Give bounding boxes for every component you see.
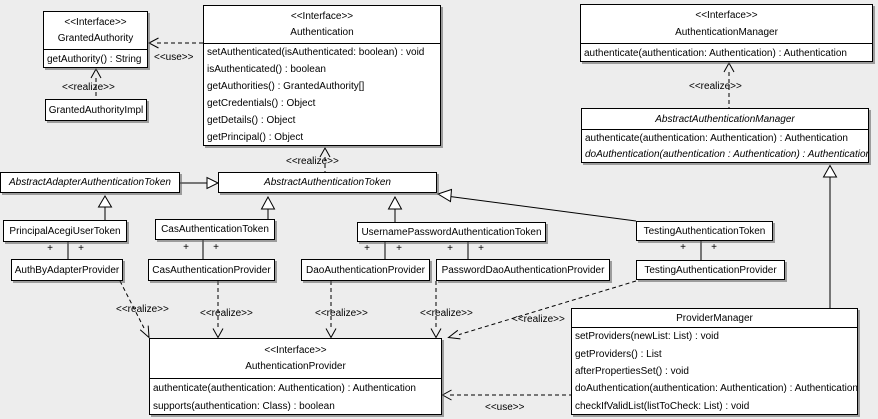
class-cas-authentication-token: CasAuthenticationToken bbox=[155, 219, 275, 240]
realize-label: <<realize>> bbox=[200, 308, 253, 319]
realize-label: <<realize>> bbox=[116, 304, 169, 315]
role-plus: + bbox=[47, 243, 53, 254]
realize-label: <<realize>> bbox=[512, 314, 565, 325]
class-cas-authentication-provider: CasAuthenticationProvider bbox=[148, 259, 275, 281]
realize-label: <<realize>> bbox=[286, 156, 339, 167]
role-plus: + bbox=[78, 243, 84, 254]
class-name: GrantedAuthorityImpl bbox=[48, 104, 144, 116]
role-plus: + bbox=[213, 242, 219, 253]
method-row: setAuthenticated(isAuthenticated: boolea… bbox=[207, 47, 425, 58]
stereotype-label: <<Interface>> bbox=[64, 17, 127, 28]
method-row: getProviders() : List bbox=[575, 348, 662, 360]
class-abstract-adapter-authentication-token: AbstractAdapterAuthenticationToken bbox=[0, 172, 180, 193]
method-row: authenticate(authentication: Authenticat… bbox=[153, 382, 416, 394]
realize-label: <<realize>> bbox=[420, 308, 473, 319]
open-arrowheads bbox=[90, 37, 735, 401]
class-name: AbstractAuthenticationManager bbox=[655, 113, 795, 125]
stereotype-label: <<Interface>> bbox=[290, 11, 354, 22]
method-row: isAuthenticated() : boolean bbox=[207, 64, 326, 75]
class-authentication: <<Interface>> Authentication setAuthenti… bbox=[203, 5, 441, 146]
class-testing-authentication-token: TestingAuthenticationToken bbox=[636, 221, 773, 241]
class-name: Authentication bbox=[290, 27, 354, 38]
class-granted-authority-impl: GrantedAuthorityImpl bbox=[45, 99, 147, 121]
class-provider-manager: ProviderManager setProviders(newList: Li… bbox=[571, 308, 858, 415]
class-name: GrantedAuthority bbox=[57, 33, 134, 44]
method-row: authenticate(authentication: Authenticat… bbox=[585, 132, 848, 144]
use-label: <<use>> bbox=[154, 52, 194, 63]
role-plus: + bbox=[680, 242, 686, 253]
class-auth-by-adapter-provider: AuthByAdapterProvider bbox=[11, 259, 123, 281]
role-plus: + bbox=[711, 242, 717, 253]
class-password-dao-authentication-provider: PasswordDaoAuthenticationProvider bbox=[436, 259, 610, 281]
method-row: setProviders(newList: List) : void bbox=[575, 331, 719, 343]
method-row: checkIfValidList(listToCheck: List) : vo… bbox=[575, 400, 750, 412]
class-name: AuthenticationManager bbox=[675, 26, 778, 38]
method-row: doAuthentication(authentication : Authen… bbox=[585, 148, 868, 160]
class-principal-acegi-user-token: PrincipalAcegiUserToken bbox=[3, 220, 127, 242]
method-row: getAuthority() : String bbox=[47, 53, 142, 65]
method-row: authenticate(authentication: Authenticat… bbox=[584, 47, 847, 59]
class-name: TestingAuthenticationProvider bbox=[644, 264, 777, 276]
class-authentication-manager: <<Interface>> AuthenticationManager auth… bbox=[580, 4, 873, 62]
class-name: CasAuthenticationProvider bbox=[152, 264, 271, 276]
class-granted-authority: <<Interface>> GrantedAuthority getAuthor… bbox=[43, 11, 148, 68]
class-name: DaoAuthenticationProvider bbox=[306, 264, 425, 276]
method-row: getAuthorities() : GrantedAuthority[] bbox=[207, 81, 365, 92]
role-plus: + bbox=[447, 243, 453, 254]
class-name: PasswordDaoAuthenticationProvider bbox=[441, 264, 605, 276]
class-abstract-authentication-manager: AbstractAuthenticationManager authentica… bbox=[581, 108, 869, 163]
role-plus: + bbox=[183, 242, 189, 253]
role-plus: + bbox=[364, 243, 370, 254]
class-name: TestingAuthenticationToken bbox=[643, 225, 766, 237]
class-testing-authentication-provider: TestingAuthenticationProvider bbox=[636, 260, 785, 280]
role-plus: + bbox=[478, 243, 484, 254]
realize-label: <<realize>> bbox=[62, 82, 115, 93]
class-name: AuthByAdapterProvider bbox=[14, 264, 120, 276]
realize-dashed-lines bbox=[95, 42, 730, 396]
class-name: CasAuthenticationToken bbox=[161, 224, 269, 235]
stereotype-label: <<Interface>> bbox=[264, 344, 327, 356]
method-row: getPrincipal() : Object bbox=[207, 132, 304, 143]
method-row: supports(authentication: Class) : boolea… bbox=[153, 400, 335, 412]
class-name: UsernamePasswordAuthenticationToken bbox=[361, 226, 542, 238]
generalization-arrows bbox=[97, 164, 838, 308]
class-name: AbstractAdapterAuthenticationToken bbox=[9, 177, 171, 188]
role-plus: + bbox=[396, 243, 402, 254]
class-abstract-authentication-token: AbstractAuthenticationToken bbox=[218, 172, 437, 193]
class-authentication-provider: <<Interface>> AuthenticationProvider aut… bbox=[149, 338, 442, 415]
class-name: PrincipalAcegiUserToken bbox=[9, 225, 121, 237]
class-name: ProviderManager bbox=[676, 312, 753, 324]
class-name: AuthenticationProvider bbox=[245, 361, 346, 373]
stereotype-label: <<Interface>> bbox=[695, 10, 758, 22]
class-name: AbstractAuthenticationToken bbox=[264, 177, 391, 188]
method-row: getCredentials() : Object bbox=[207, 98, 316, 109]
realize-label: <<realize>> bbox=[689, 81, 742, 92]
use-label: <<use>> bbox=[485, 402, 525, 413]
method-row: doAuthentication(authentication: Authent… bbox=[575, 383, 857, 395]
class-username-password-authentication-token: UsernamePasswordAuthenticationToken bbox=[357, 222, 546, 242]
realize-label: <<realize>> bbox=[315, 308, 368, 319]
method-row: getDetails() : Object bbox=[207, 115, 296, 126]
association-lines bbox=[67, 240, 702, 260]
class-dao-authentication-provider: DaoAuthenticationProvider bbox=[301, 259, 430, 281]
method-row: afterPropertiesSet() : void bbox=[575, 365, 689, 377]
